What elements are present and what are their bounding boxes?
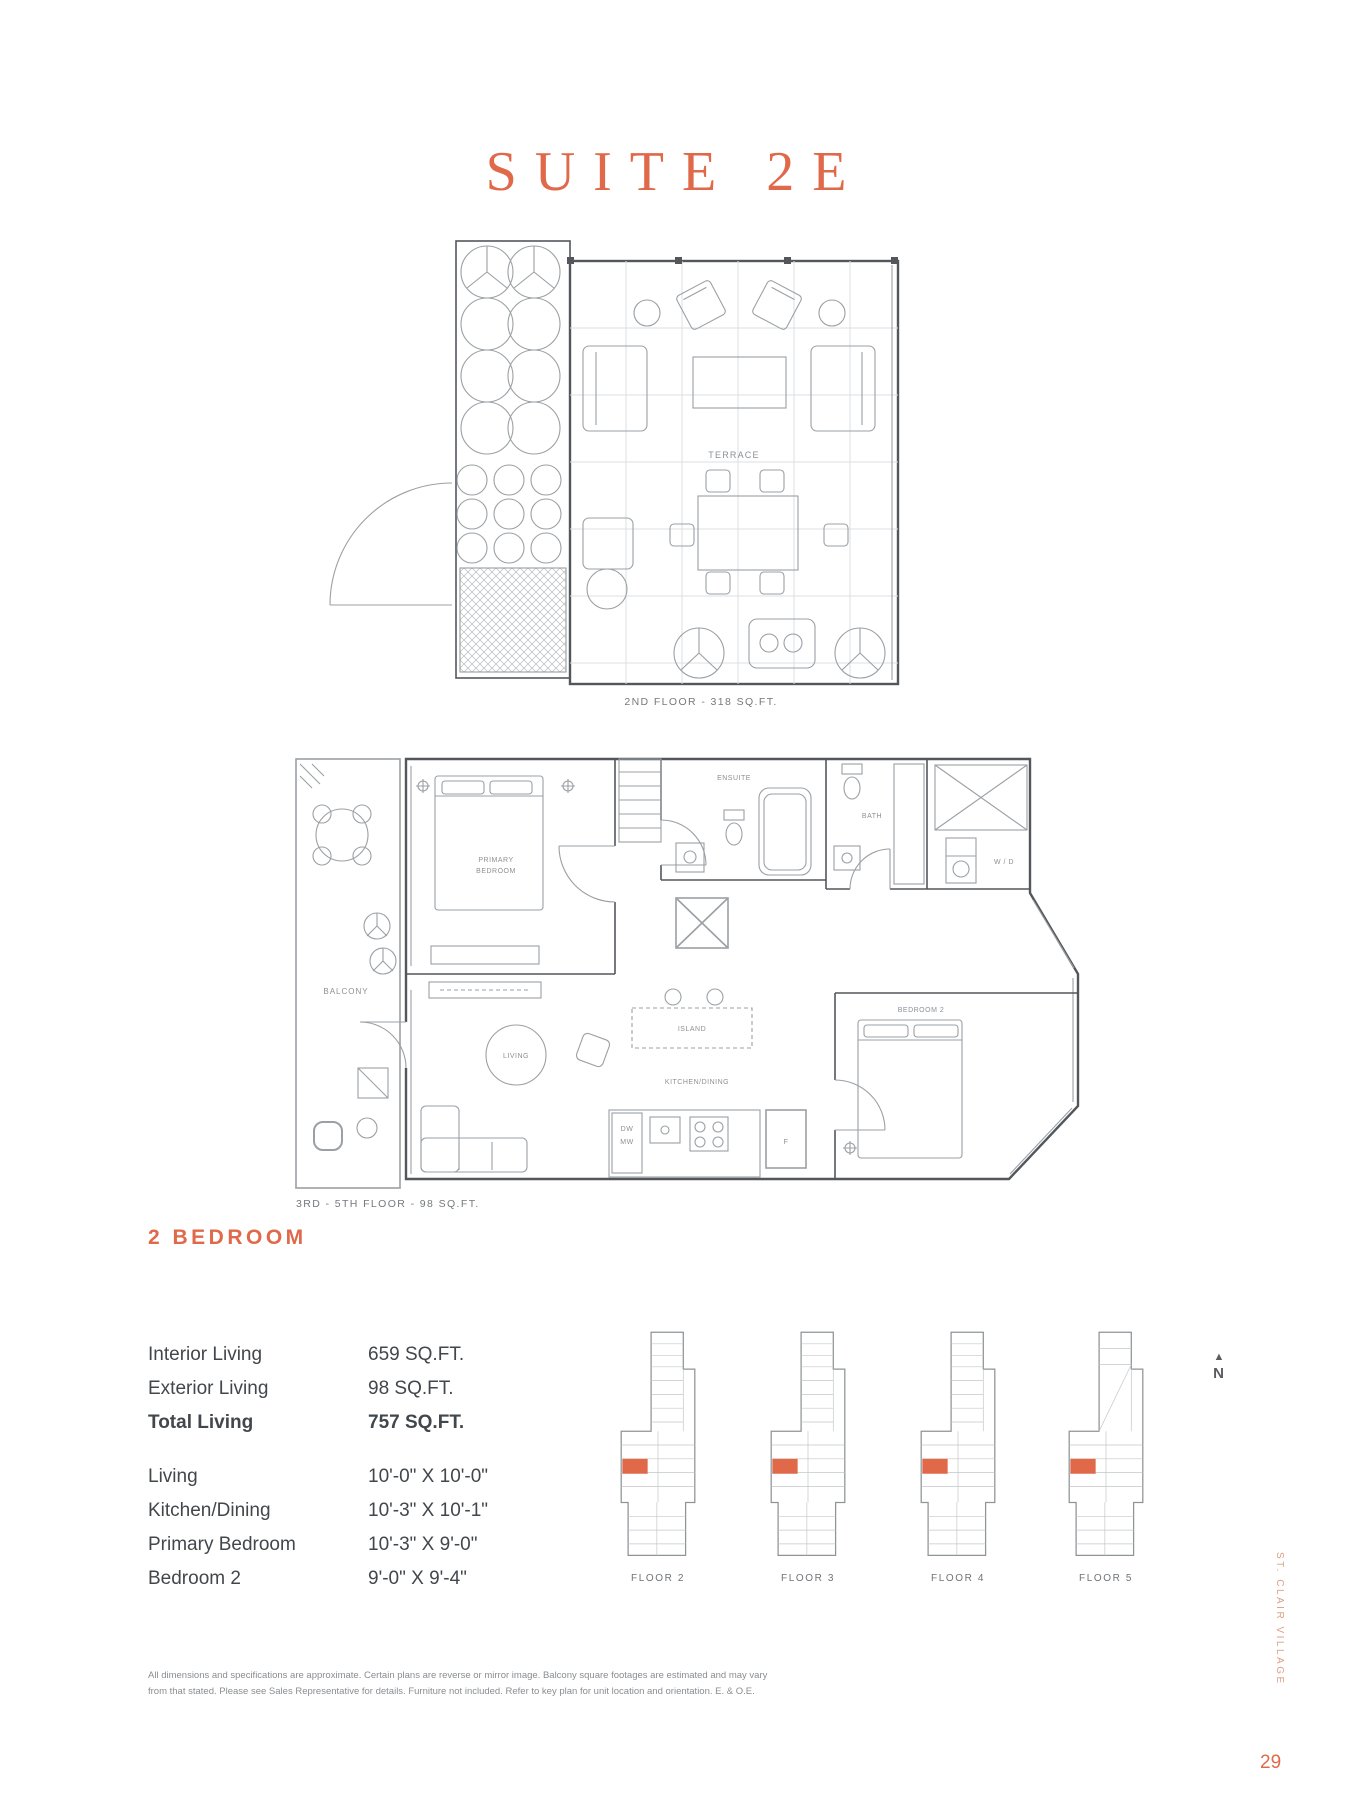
terrace-walls <box>568 259 900 686</box>
terrace-lounge-furniture <box>582 280 876 432</box>
bedroom2-label: BEDROOM 2 <box>898 1007 945 1014</box>
wd-closet <box>934 764 1028 884</box>
bedroom2-bed <box>857 1019 963 1159</box>
keyplan-floor-label: FLOOR 4 <box>931 1573 985 1584</box>
spec-label: Primary Bedroom <box>148 1534 296 1555</box>
fridge <box>765 1109 807 1169</box>
living-furniture <box>420 981 611 1173</box>
paver-grid <box>570 261 898 684</box>
island-label: ISLAND <box>678 1026 706 1033</box>
island-stools <box>664 988 724 1006</box>
primary-bed <box>430 775 544 965</box>
spec-value: 9'-0" X 9'-4" <box>368 1568 467 1589</box>
spec-value: 98 SQ.FT. <box>368 1378 454 1399</box>
spec-value: 10'-3" X 9'-0" <box>368 1534 478 1555</box>
fridge-label: F <box>784 1139 789 1146</box>
keyplan-unit-highlight <box>622 1458 648 1474</box>
keyplan-floor-5: FLOOR 5 <box>1060 1330 1152 1584</box>
washer-dryer-label: W / D <box>994 859 1014 866</box>
spec-value: 10'-0" X 10'-0" <box>368 1466 489 1487</box>
terrace-floor-plan: TERRACE <box>329 240 900 686</box>
compass-north: ▲ N <box>1204 1351 1234 1383</box>
keyplan-floor-4: FLOOR 4 <box>912 1330 1004 1584</box>
keyplan-drawing <box>770 1331 846 1557</box>
balcony-furniture <box>299 763 397 1151</box>
kitchen-counter <box>608 1109 761 1178</box>
spec-row-bedroom2: Bedroom 2 9'-0" X 9'-4" <box>148 1562 528 1596</box>
bath-fixtures <box>833 763 925 885</box>
primary-bedroom-label-1: PRIMARY <box>478 857 513 864</box>
spec-value: 10'-3" X 10'-1" <box>368 1500 489 1521</box>
tree-symbols <box>456 245 562 564</box>
spec-row-interior: Interior Living 659 SQ.FT. <box>148 1338 528 1372</box>
spec-row-exterior: Exterior Living 98 SQ.FT. <box>148 1372 528 1406</box>
interior-walls <box>406 759 1078 1179</box>
bath-label: BATH <box>862 813 882 820</box>
spec-row-primary: Primary Bedroom 10'-3" X 9'-0" <box>148 1528 528 1562</box>
ensuite-label: ENSUITE <box>717 775 751 782</box>
brand-vertical-text: ST. CLAIR VILLAGE <box>1274 1552 1285 1686</box>
spec-label: Exterior Living <box>148 1378 269 1399</box>
keyplan-unit-highlight <box>1070 1458 1096 1474</box>
closet-shelving <box>618 758 662 843</box>
microwave-label: MW <box>620 1139 633 1146</box>
primary-bedroom-label-2: BEDROOM <box>476 868 516 875</box>
gate-swing-arc <box>329 482 453 606</box>
hatched-area <box>459 567 567 673</box>
north-label: N <box>1213 1365 1225 1382</box>
page-number: 29 <box>1260 1752 1282 1773</box>
spec-label: Living <box>148 1466 198 1487</box>
balcony-door-swing <box>359 1021 407 1069</box>
terrace-plan-caption: 2ND FLOOR - 318 SQ.FT. <box>624 696 778 708</box>
terrace-label: TERRACE <box>708 450 759 460</box>
spec-row-total: Total Living 757 SQ.FT. <box>148 1406 528 1440</box>
page-title: SUITE 2E <box>485 141 865 203</box>
spec-label: Bedroom 2 <box>148 1568 241 1589</box>
spec-value: 757 SQ.FT. <box>368 1412 465 1433</box>
keyplan-drawing <box>1068 1331 1144 1557</box>
spec-divider <box>148 1440 528 1460</box>
north-arrow-icon: ▲ <box>1213 1351 1225 1363</box>
keyplan-drawing <box>620 1331 696 1557</box>
spec-label: Interior Living <box>148 1344 263 1365</box>
window-glazing <box>410 766 1075 1175</box>
spec-row-kitchen: Kitchen/Dining 10'-3" X 10'-1" <box>148 1494 528 1528</box>
keyplan-floor-3: FLOOR 3 <box>762 1330 854 1584</box>
ceiling-light-icons <box>416 779 857 1155</box>
suite-floor-plan: BALCONY <box>295 757 1080 1189</box>
keyplan-unit-highlight <box>922 1458 948 1474</box>
keyplan-floor-label: FLOOR 2 <box>631 1573 685 1584</box>
shaft <box>675 897 729 949</box>
spec-table: Interior Living 659 SQ.FT. Exterior Livi… <box>148 1338 528 1596</box>
suite-plan-caption: 3RD - 5TH FLOOR - 98 SQ.FT. <box>296 1198 480 1210</box>
terrace-dining-set <box>669 469 849 595</box>
wall-columns <box>567 257 898 264</box>
keyplan-floor-label: FLOOR 3 <box>781 1573 835 1584</box>
terrace-trees-lower <box>673 627 886 679</box>
island-outline <box>631 1007 753 1049</box>
spec-row-living: Living 10'-0" X 10'-0" <box>148 1460 528 1494</box>
ensuite-fixtures <box>675 787 812 876</box>
unit-type-heading: 2 BEDROOM <box>148 1226 307 1249</box>
keyplan-drawing <box>920 1331 996 1557</box>
disclaimer: All dimensions and specifications are ap… <box>148 1668 1078 1699</box>
balcony-outline <box>295 758 401 1189</box>
spec-label: Kitchen/Dining <box>148 1500 271 1521</box>
kitchen-dining-label: KITCHEN/DINING <box>665 1079 729 1086</box>
balcony-label: BALCONY <box>323 987 368 996</box>
dishwasher-label: DW <box>621 1126 634 1133</box>
keyplan-floor-label: FLOOR 5 <box>1079 1573 1133 1584</box>
door-swings <box>558 819 891 1131</box>
keyplan-unit-highlight <box>772 1458 798 1474</box>
keyplan-floor-2: FLOOR 2 <box>612 1330 704 1584</box>
disclaimer-line-2: from that stated. Please see Sales Repre… <box>148 1685 755 1697</box>
spec-value: 659 SQ.FT. <box>368 1344 465 1365</box>
disclaimer-line-1: All dimensions and specifications are ap… <box>148 1670 768 1681</box>
spec-label: Total Living <box>148 1412 254 1433</box>
living-label: LIVING <box>503 1053 529 1060</box>
unit-outer-walls <box>404 757 1080 1181</box>
terrace-misc-furniture <box>582 517 816 669</box>
